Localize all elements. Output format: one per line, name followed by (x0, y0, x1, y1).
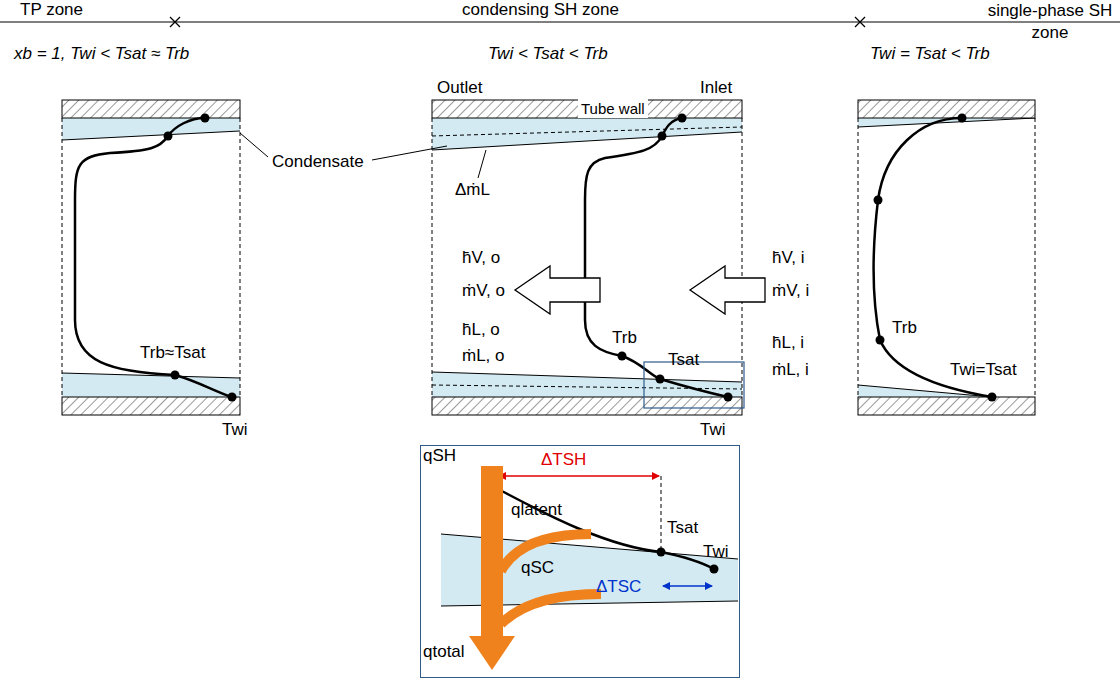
label-text: xb = 1, Twi < Tsat ≈ Trb (14, 44, 189, 64)
label-text: h̄L, o (462, 320, 500, 340)
inset-label: qSC (521, 558, 554, 578)
label-text: Tube wall (578, 99, 648, 118)
label-text: h̄V, i (772, 248, 804, 268)
label-text: ṁV, o (462, 281, 505, 301)
inset-label: ΔTSH (541, 450, 586, 470)
label-text: Trb (892, 318, 917, 338)
label-text: Twi (700, 420, 726, 440)
label-text: ṁL, i (772, 360, 809, 380)
label-text: Trb≈Tsat (140, 343, 205, 363)
inset-label: ΔTSC (596, 577, 641, 597)
label-text: ṁL, o (462, 346, 505, 366)
label-text: h̄L, i (772, 333, 804, 353)
label-text: condensing SH zone (462, 0, 619, 20)
label-text: Trb (612, 328, 637, 348)
label-text: Twi=Tsat (950, 360, 1017, 380)
label-text: ṁV, i (772, 281, 809, 301)
label-text: Twi = Tsat < Trb (870, 44, 990, 64)
label-text: Tsat (668, 350, 699, 370)
label-text: Inlet (700, 78, 732, 98)
inset-box: qSH qlatent qSC qtotal ΔTSH ΔTSC TsatTwi (420, 445, 740, 678)
inset-label: Tsat (667, 518, 698, 538)
label-text: Outlet (437, 78, 482, 98)
label-text: ΔṁL (455, 180, 490, 200)
label-text: h̄V, o (462, 248, 500, 268)
label-text: TP zone (20, 0, 83, 20)
label-text: single-phase SH zone (985, 0, 1115, 44)
label-text: Condensate (272, 152, 364, 172)
inset-label: Twi (703, 542, 729, 562)
inset-label: qtotal (423, 642, 465, 662)
inset-label: qlatent (511, 500, 562, 520)
label-text: Twi (222, 420, 248, 440)
inset-label: qSH (423, 446, 456, 466)
label-text: Twi < Tsat < Trb (488, 44, 608, 64)
inset-illustration (421, 446, 738, 676)
